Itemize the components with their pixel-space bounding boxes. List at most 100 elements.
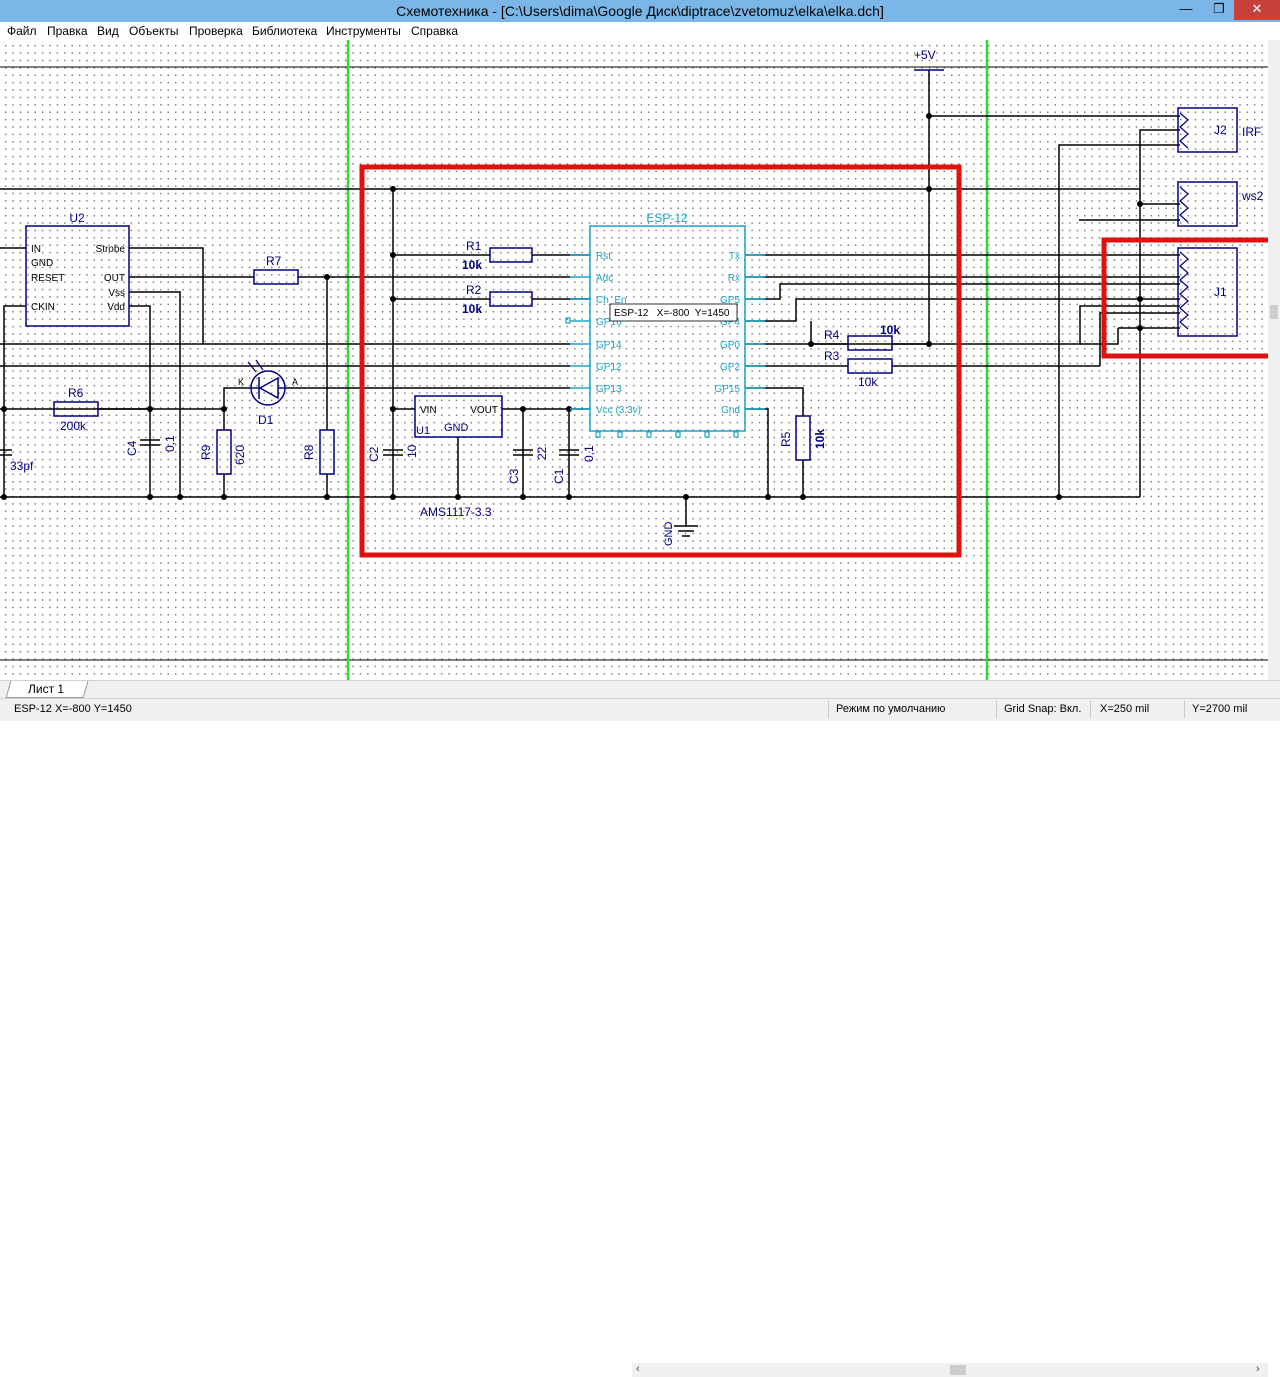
- u1-pin-gnd: GND: [444, 422, 469, 434]
- menu-objects[interactable]: Объекты: [129, 24, 179, 38]
- minimize-button[interactable]: —: [1179, 1, 1193, 16]
- title-bar: Схемотехника - [C:\Users\dima\Google Дис…: [0, 0, 1280, 22]
- u2-component[interactable]: U2 IN GND RESET CKIN Strobe OUT Vss Vdd: [25, 211, 130, 327]
- u2-pin-gnd: GND: [31, 258, 53, 269]
- sheet-tab-label[interactable]: Лист 1: [28, 682, 65, 696]
- menu-help[interactable]: Справка: [411, 24, 459, 38]
- horizontal-scrollbar[interactable]: ‹ ›: [632, 1363, 1268, 1377]
- u2-pin-reset: RESET: [31, 273, 64, 284]
- esp12-name: ESP-12: [646, 211, 688, 225]
- esp12-module[interactable]: ESP-12 Rst Adc Ch_En GP16 GP14 GP12 GP13…: [565, 211, 765, 438]
- c1-name: C1: [552, 468, 566, 484]
- esp-pin-gp13: GP13: [596, 384, 622, 395]
- u2-name: U2: [69, 211, 85, 225]
- esp-pin-gp4: GP4: [720, 317, 740, 328]
- gnd-label: GND: [663, 522, 675, 547]
- j2-name: J2: [1214, 123, 1227, 137]
- esp-pin-tx: Tx: [729, 251, 740, 262]
- esp-pin-gp2: GP2: [720, 362, 740, 373]
- schematic-drawing[interactable]: +5V GND ESP-12 Rst Adc Ch: [0, 40, 1268, 680]
- gnd-symbol[interactable]: GND: [663, 522, 698, 547]
- r5-body[interactable]: [795, 415, 811, 461]
- ws2-label: ws2: [1241, 189, 1264, 203]
- r1-value: 10k: [462, 258, 482, 272]
- scroll-right-icon[interactable]: ›: [1256, 1363, 1260, 1375]
- u1-name: U1: [416, 425, 430, 437]
- r9-name: R9: [199, 444, 213, 460]
- j1-name: J1: [1214, 285, 1227, 299]
- r3-body[interactable]: [847, 358, 893, 374]
- tooltip-text: ESP-12 X=-800 Y=1450: [614, 308, 730, 319]
- horizontal-scroll-thumb[interactable]: [950, 1365, 966, 1375]
- vertical-scroll-thumb[interactable]: [1270, 305, 1278, 319]
- highlight-box-j1: [1101, 237, 1268, 359]
- ws2-connector[interactable]: ws2: [1177, 181, 1264, 227]
- u2-pin-vss: Vss: [108, 288, 125, 299]
- r8-body[interactable]: [319, 429, 335, 475]
- r4-value: 10k: [880, 323, 900, 337]
- j1-connector[interactable]: J1: [1177, 247, 1238, 337]
- j2-connector[interactable]: J2 IRF: [1177, 107, 1261, 153]
- u2-pin-in: IN: [31, 244, 41, 255]
- menu-bar: Файл Правка Вид Объекты Проверка Библиот…: [0, 22, 1280, 41]
- esp-pin-rst: Rst: [596, 251, 611, 262]
- r1-name: R1: [466, 239, 482, 253]
- esp-pin-chen: Ch_En: [596, 295, 627, 306]
- r2-body[interactable]: [489, 291, 533, 307]
- u2-pin-vdd: Vdd: [107, 302, 125, 313]
- esp-pin-gp0: GP0: [720, 340, 740, 351]
- c4-value: 0,1: [163, 435, 177, 452]
- menu-tools[interactable]: Инструменты: [326, 24, 401, 38]
- status-x-coord: X=250 mil: [1100, 703, 1150, 715]
- r9-body[interactable]: [216, 429, 232, 475]
- c2-value: 10: [405, 444, 419, 458]
- power-5v-label: +5V: [914, 48, 936, 62]
- c-left-value: 33pf: [10, 459, 34, 473]
- r4-body[interactable]: [847, 335, 893, 351]
- menu-library[interactable]: Библиотека: [252, 24, 318, 38]
- esp-pin-rx: Rx: [728, 273, 740, 284]
- u2-pin-strobe: Strobe: [96, 244, 126, 255]
- menu-view[interactable]: Вид: [97, 24, 119, 38]
- r7-body[interactable]: [253, 269, 299, 285]
- r9-value: 620: [233, 445, 247, 465]
- schematic-canvas[interactable]: +5V GND ESP-12 Rst Adc Ch: [0, 40, 1268, 680]
- d1-anode-label: A: [292, 377, 298, 387]
- status-separator: [996, 701, 997, 718]
- status-separator: [1184, 701, 1185, 718]
- esp-pin-gp14: GP14: [596, 340, 622, 351]
- d1-led[interactable]: K A D1: [238, 359, 298, 427]
- menu-file[interactable]: Файл: [7, 24, 37, 38]
- c2-name: C2: [367, 446, 381, 462]
- r3-value: 10k: [858, 375, 878, 389]
- close-button[interactable]: ✕: [1234, 0, 1280, 20]
- r7-name: R7: [266, 254, 282, 268]
- restore-button[interactable]: ❐: [1213, 1, 1225, 16]
- u2-pin-ckin: CKIN: [31, 302, 55, 313]
- u1-part-number: AMS1117-3.3: [420, 505, 492, 519]
- status-component: ESP-12 X=-800 Y=1450: [14, 703, 132, 715]
- menu-edit[interactable]: Правка: [47, 24, 88, 38]
- r2-value: 10k: [462, 302, 482, 316]
- esp-pin-gnd: Gnd: [721, 405, 740, 416]
- component-tooltip: ESP-12 X=-800 Y=1450: [609, 303, 738, 322]
- scroll-left-icon[interactable]: ‹: [636, 1363, 640, 1375]
- power-5v-symbol[interactable]: +5V: [914, 48, 944, 71]
- status-grid-snap[interactable]: Grid Snap: Вкл.: [1004, 703, 1082, 715]
- sheet-tab-bar: Лист 1 ‹ ›: [0, 680, 1280, 1377]
- esp-pin-vcc: Vcc (3.3v): [596, 405, 641, 416]
- c4-name: C4: [125, 440, 139, 456]
- r6-name: R6: [68, 386, 84, 400]
- r6-value: 200k: [60, 419, 87, 433]
- d1-cathode-label: K: [238, 377, 244, 387]
- esp-pin-gp15: GP15: [714, 384, 740, 395]
- status-separator: [1090, 701, 1091, 718]
- vertical-scrollbar[interactable]: [1268, 40, 1280, 680]
- window-title: Схемотехника - [C:\Users\dima\Google Дис…: [396, 3, 884, 19]
- r6-body[interactable]: [53, 401, 99, 417]
- status-mode: Режим по умолчанию: [836, 703, 946, 715]
- r1-body[interactable]: [489, 247, 533, 263]
- status-bar: ESP-12 X=-800 Y=1450 Режим по умолчанию …: [0, 698, 1280, 721]
- u1-regulator[interactable]: VIN VOUT GND U1 AMS1117-3.3: [414, 395, 503, 519]
- menu-verification[interactable]: Проверка: [189, 24, 243, 38]
